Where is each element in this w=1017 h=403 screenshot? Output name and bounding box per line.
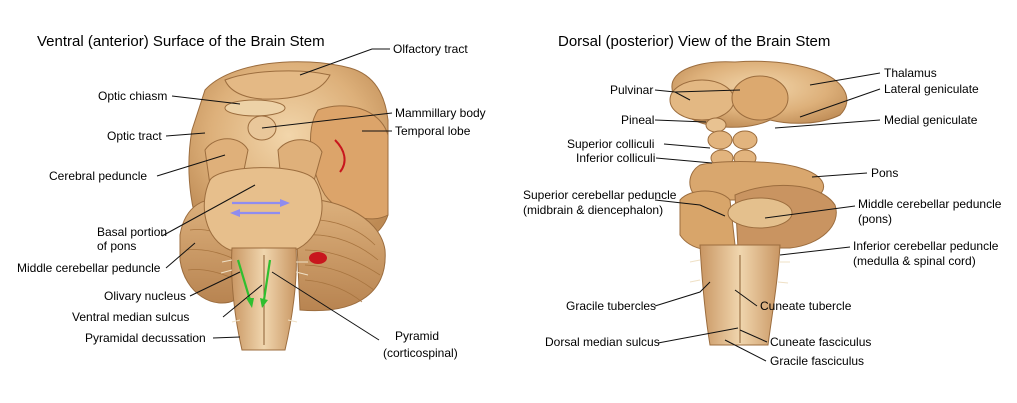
label-gracile-tubercles: Gracile tubercles <box>566 299 656 313</box>
olfactory-region <box>224 70 331 100</box>
pulvinar-shape <box>669 79 735 121</box>
label-optic-chiasm: Optic chiasm <box>98 89 167 103</box>
label-temporal-lobe: Temporal lobe <box>395 124 471 138</box>
label-olfactory-tract: Olfactory tract <box>393 42 468 56</box>
leader-dorsal-median-sulcus <box>657 327 739 344</box>
label-lateral-geniculate: Lateral geniculate <box>884 82 979 96</box>
leader-medial-geniculate <box>774 119 881 129</box>
label-dorsal-median-sulcus: Dorsal median sulcus <box>545 335 660 349</box>
leader-basal-pons <box>161 184 256 237</box>
thalamus-right-shape <box>731 75 789 121</box>
label-middle-cerebellar-peduncle-2: (pons) <box>858 212 892 226</box>
label-pons: Pons <box>871 166 898 180</box>
dorsal-left-peduncle <box>679 190 736 251</box>
middle-peduncle-cut-surface <box>727 197 793 229</box>
leader-superior-cerebellar-peduncle <box>654 199 726 217</box>
green-pyramid-arrows <box>236 259 272 308</box>
leader-ventral-median-sulcus <box>222 284 263 318</box>
label-optic-tract: Optic tract <box>107 129 162 143</box>
ventral-brainstem-illustration <box>179 61 389 351</box>
label-pyramid-2: (corticospinal) <box>383 346 458 360</box>
label-pyramid-1: Pyramid <box>395 329 439 343</box>
leader-mammillary <box>261 112 393 129</box>
dorsal-rootlets <box>689 259 790 284</box>
nerve-rootlets <box>220 259 309 323</box>
label-superior-colliculi: Superior colliculi <box>567 137 654 151</box>
dorsal-title: Dorsal (posterior) View of the Brain Ste… <box>558 33 830 50</box>
ventral-labels: Olfactory tract Optic chiasm Mammillary … <box>17 42 486 360</box>
label-superior-cerebellar-peduncle-1: Superior cerebellar peduncle <box>523 188 677 202</box>
vessel-red-dot <box>309 252 327 264</box>
leader-inferior-colliculi <box>655 157 713 164</box>
leader-gracile-fasciculus <box>724 339 767 362</box>
leader-cuneate-fasciculus <box>739 329 768 343</box>
label-mammillary-body: Mammillary body <box>395 106 486 120</box>
optic-chiasm-shape <box>224 99 286 117</box>
label-pyramidal-decussation: Pyramidal decussation <box>85 331 206 345</box>
leader-middle-cerebellar-peduncle-dorsal <box>764 205 856 219</box>
leader-lateral-geniculate <box>799 88 881 118</box>
label-cerebral-peduncle: Cerebral peduncle <box>49 169 147 183</box>
leader-pyramidal-decussation <box>212 336 241 339</box>
ventral-title: Ventral (anterior) Surface of the Brain … <box>37 33 325 50</box>
label-pineal: Pineal <box>621 113 654 127</box>
label-inferior-colliculi: Inferior colliculi <box>576 151 655 165</box>
leader-thalamus <box>809 72 881 86</box>
leader-pyramid <box>271 271 380 341</box>
label-thalamus: Thalamus <box>884 66 937 80</box>
blue-pons-arrows <box>230 199 290 217</box>
leader-cuneate-tubercle <box>734 289 758 307</box>
dorsal-brainstem-illustration <box>669 60 848 346</box>
label-cuneate-tubercle: Cuneate tubercle <box>760 299 852 313</box>
leader-gracile-tubercles <box>654 281 711 307</box>
basal-pons-shape <box>203 167 323 251</box>
label-medial-geniculate: Medial geniculate <box>884 113 978 127</box>
temporal-vessel <box>334 139 346 173</box>
leader-olivary-nucleus <box>189 271 241 297</box>
label-middle-cerebellar-peduncle-1: Middle cerebellar peduncle <box>858 197 1002 211</box>
leader-inferior-cerebellar-peduncle <box>779 246 851 256</box>
leader-olfactory <box>299 48 390 76</box>
label-basal-pons-2: of pons <box>97 239 136 253</box>
label-inferior-cerebellar-peduncle-2: (medulla & spinal cord) <box>853 254 976 268</box>
label-superior-cerebellar-peduncle-2: (midbrain & diencephalon) <box>523 203 663 217</box>
leader-pineal <box>654 119 707 123</box>
label-ventral-median-sulcus: Ventral median sulcus <box>72 310 189 324</box>
leader-optic-chiasm <box>171 95 241 105</box>
leader-pons <box>811 172 868 178</box>
leader-middle-cerebellar-peduncle <box>165 242 196 269</box>
label-middle-cerebellar-peduncle: Middle cerebellar peduncle <box>17 261 161 275</box>
leader-cerebral-peduncle <box>156 154 226 177</box>
leader-optic-tract <box>165 132 206 137</box>
label-gracile-fasciculus: Gracile fasciculus <box>770 354 864 368</box>
leader-pulvinar-2 <box>674 89 741 93</box>
label-olivary-nucleus: Olivary nucleus <box>104 289 186 303</box>
label-cuneate-fasciculus: Cuneate fasciculus <box>770 335 871 349</box>
label-inferior-cerebellar-peduncle-1: Inferior cerebellar peduncle <box>853 239 999 253</box>
label-pulvinar: Pulvinar <box>610 83 653 97</box>
dorsal-labels: Thalamus Pulvinar Lateral geniculate Pin… <box>523 66 1002 368</box>
leader-superior-colliculi <box>663 143 711 149</box>
label-basal-pons-1: Basal portion <box>97 225 167 239</box>
